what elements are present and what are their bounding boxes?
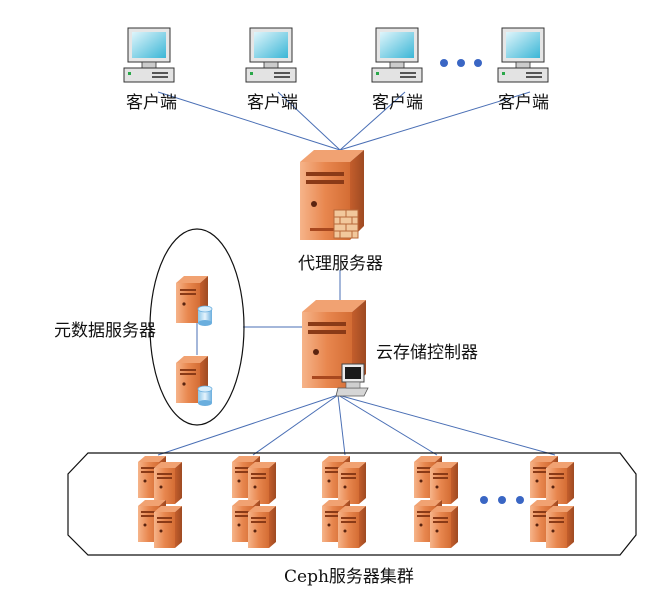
cluster-server-icon xyxy=(430,462,458,504)
client-label: 客户端 xyxy=(126,93,177,113)
metadata-server-icon xyxy=(176,276,213,326)
client-label: 客户端 xyxy=(247,93,298,113)
link-client1-proxy xyxy=(157,91,341,151)
cluster-server-icon xyxy=(338,462,366,504)
workstation-icon xyxy=(335,363,369,397)
computer-icon xyxy=(123,27,175,83)
cluster-server-stack xyxy=(232,456,276,548)
client-label: 客户端 xyxy=(498,93,549,113)
cluster-servers-group xyxy=(138,456,574,548)
cluster-server-icon xyxy=(546,462,574,504)
cluster-container xyxy=(67,452,637,556)
client-links xyxy=(157,91,556,456)
computer-icon xyxy=(497,27,549,83)
ellipsis-dots-icon xyxy=(480,496,524,504)
link-ctrl-cluster3 xyxy=(337,394,346,456)
link-client3-proxy xyxy=(339,91,406,151)
proxy-label: 代理服务器 xyxy=(298,254,383,274)
link-ctrl-cluster5 xyxy=(337,394,556,456)
cluster-server-stack xyxy=(322,456,366,548)
cluster-server-icon xyxy=(338,506,366,548)
link-ctrl-cluster4 xyxy=(337,394,438,456)
database-disk-icon xyxy=(197,305,213,326)
cluster-server-stack xyxy=(138,456,182,548)
cluster-server-icon xyxy=(546,506,574,548)
cluster-server-stack xyxy=(530,456,574,548)
clients-group xyxy=(123,27,549,83)
computer-icon xyxy=(371,27,423,83)
controller-label: 云存储控制器 xyxy=(376,343,478,363)
client-label: 客户端 xyxy=(372,93,423,113)
link-client4-proxy xyxy=(339,91,531,151)
database-disk-icon xyxy=(197,385,213,406)
link-client2-proxy xyxy=(277,91,341,151)
cluster-label: Ceph服务器集群 xyxy=(284,567,414,587)
metadata-server-icon xyxy=(176,356,213,406)
link-ctrl-cluster2 xyxy=(252,394,339,456)
proxy-server-icon xyxy=(300,150,364,240)
link-ctrl-cluster1 xyxy=(157,394,339,456)
cluster-server-icon xyxy=(430,506,458,548)
computer-icon xyxy=(245,27,297,83)
cluster-server-icon xyxy=(154,462,182,504)
cluster-server-icon xyxy=(248,506,276,548)
cluster-server-icon xyxy=(154,506,182,548)
controller-server-icon xyxy=(302,300,369,397)
metadata-label: 元数据服务器 xyxy=(54,321,156,341)
cluster-server-icon xyxy=(248,462,276,504)
metadata-group-ellipse xyxy=(149,228,245,426)
ellipsis-dots-icon xyxy=(440,59,482,67)
cluster-server-stack xyxy=(414,456,458,548)
